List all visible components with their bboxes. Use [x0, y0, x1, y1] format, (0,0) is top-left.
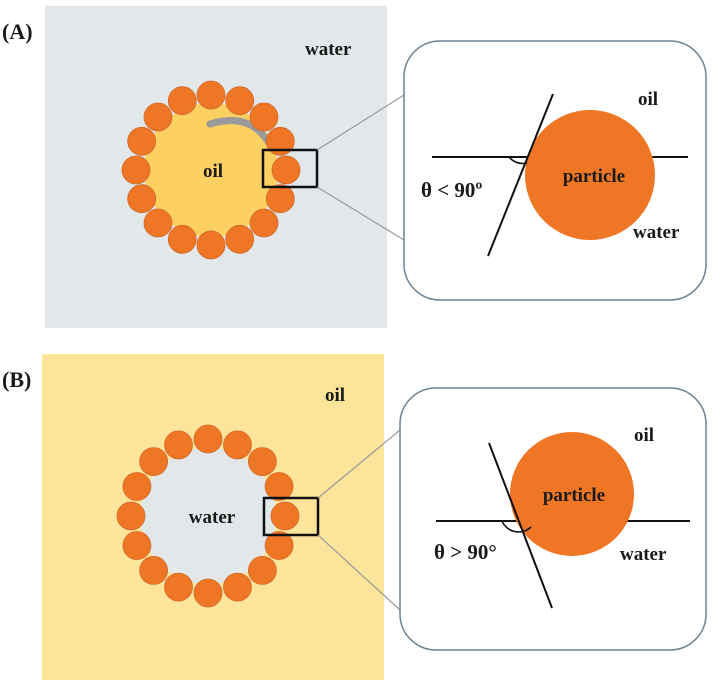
panel-b-zoom-particle-label: particle — [543, 485, 605, 506]
panel-b-zoom-line-top — [317, 429, 401, 499]
panel-b-contact-angle-label: θ > 90° — [434, 540, 497, 564]
panel-a-tangent-line — [487, 93, 554, 257]
particle — [249, 208, 279, 238]
particle — [265, 184, 295, 214]
particle — [164, 572, 193, 602]
panel-a-zoom-box — [261, 148, 319, 189]
particle — [225, 224, 255, 254]
panel-b-angle-arc — [501, 520, 532, 533]
particle — [143, 208, 173, 238]
panel-a-zoom-line-bottom — [316, 186, 405, 241]
panel-b-zoom-top-medium: oil — [634, 425, 654, 446]
panel-a-zoom-particle — [525, 110, 655, 240]
panel-b-zoom-inset: oil water particle θ > 90° — [399, 387, 707, 651]
panel-a-angle-arc — [508, 156, 528, 165]
panel-a-oil-droplet — [144, 103, 278, 237]
particle — [247, 447, 277, 477]
particle — [143, 102, 173, 132]
panel-a-particle-ring — [121, 80, 301, 260]
panel-b-zoom-box — [262, 496, 320, 537]
panel-b-label: (B) — [2, 367, 31, 392]
panel-a-label: (A) — [2, 19, 33, 44]
panel-a-outer-medium-label: water — [305, 39, 352, 60]
particle — [225, 86, 255, 116]
particle — [265, 126, 295, 156]
particle — [247, 556, 277, 585]
particle — [196, 230, 226, 260]
panel-b-zoom-line-bottom — [317, 534, 401, 611]
panel-a-zoom-line-top — [316, 94, 405, 151]
panel-a-zoom-particle-label: particle — [563, 166, 625, 187]
particle — [249, 102, 279, 132]
panel-b-tangent-line — [488, 442, 553, 609]
particle — [122, 472, 152, 501]
panel-a-inner-medium-label: oil — [203, 161, 223, 182]
particle — [139, 447, 169, 477]
panel-b: (B) oil water oil water particle θ > 90° — [2, 354, 707, 680]
panel-a-gray-arc — [206, 117, 272, 146]
panel-b-inner-medium-label: water — [189, 507, 236, 528]
particle — [270, 501, 300, 531]
particle — [223, 430, 252, 460]
particle — [127, 184, 157, 214]
particle — [264, 531, 294, 560]
particle — [271, 155, 301, 185]
particle — [167, 86, 197, 116]
particle — [193, 578, 223, 608]
panel-a-zoom-bottom-medium: water — [633, 222, 680, 243]
panel-b-particle-ring — [116, 424, 300, 608]
particle — [196, 80, 226, 110]
panel-a: (A) water oil oil water particle θ < 90º — [2, 6, 707, 328]
particle — [164, 430, 193, 460]
panel-b-zoom-bottom-medium: water — [620, 544, 667, 565]
panel-b-outer-medium-label: oil — [325, 385, 345, 406]
panel-b-water-droplet — [140, 448, 276, 584]
particle — [193, 424, 223, 454]
particle — [139, 556, 169, 585]
panel-b-zoom-particle — [510, 432, 634, 556]
particle — [167, 224, 197, 254]
particle — [121, 155, 151, 185]
particle — [122, 531, 152, 560]
panel-a-zoom-top-medium: oil — [638, 89, 658, 110]
particle — [116, 501, 146, 531]
particle — [264, 472, 294, 501]
particle — [127, 126, 157, 156]
panel-a-contact-angle-label: θ < 90º — [421, 178, 482, 202]
panel-a-zoom-inset: oil water particle θ < 90º — [403, 40, 707, 301]
particle — [223, 572, 252, 602]
